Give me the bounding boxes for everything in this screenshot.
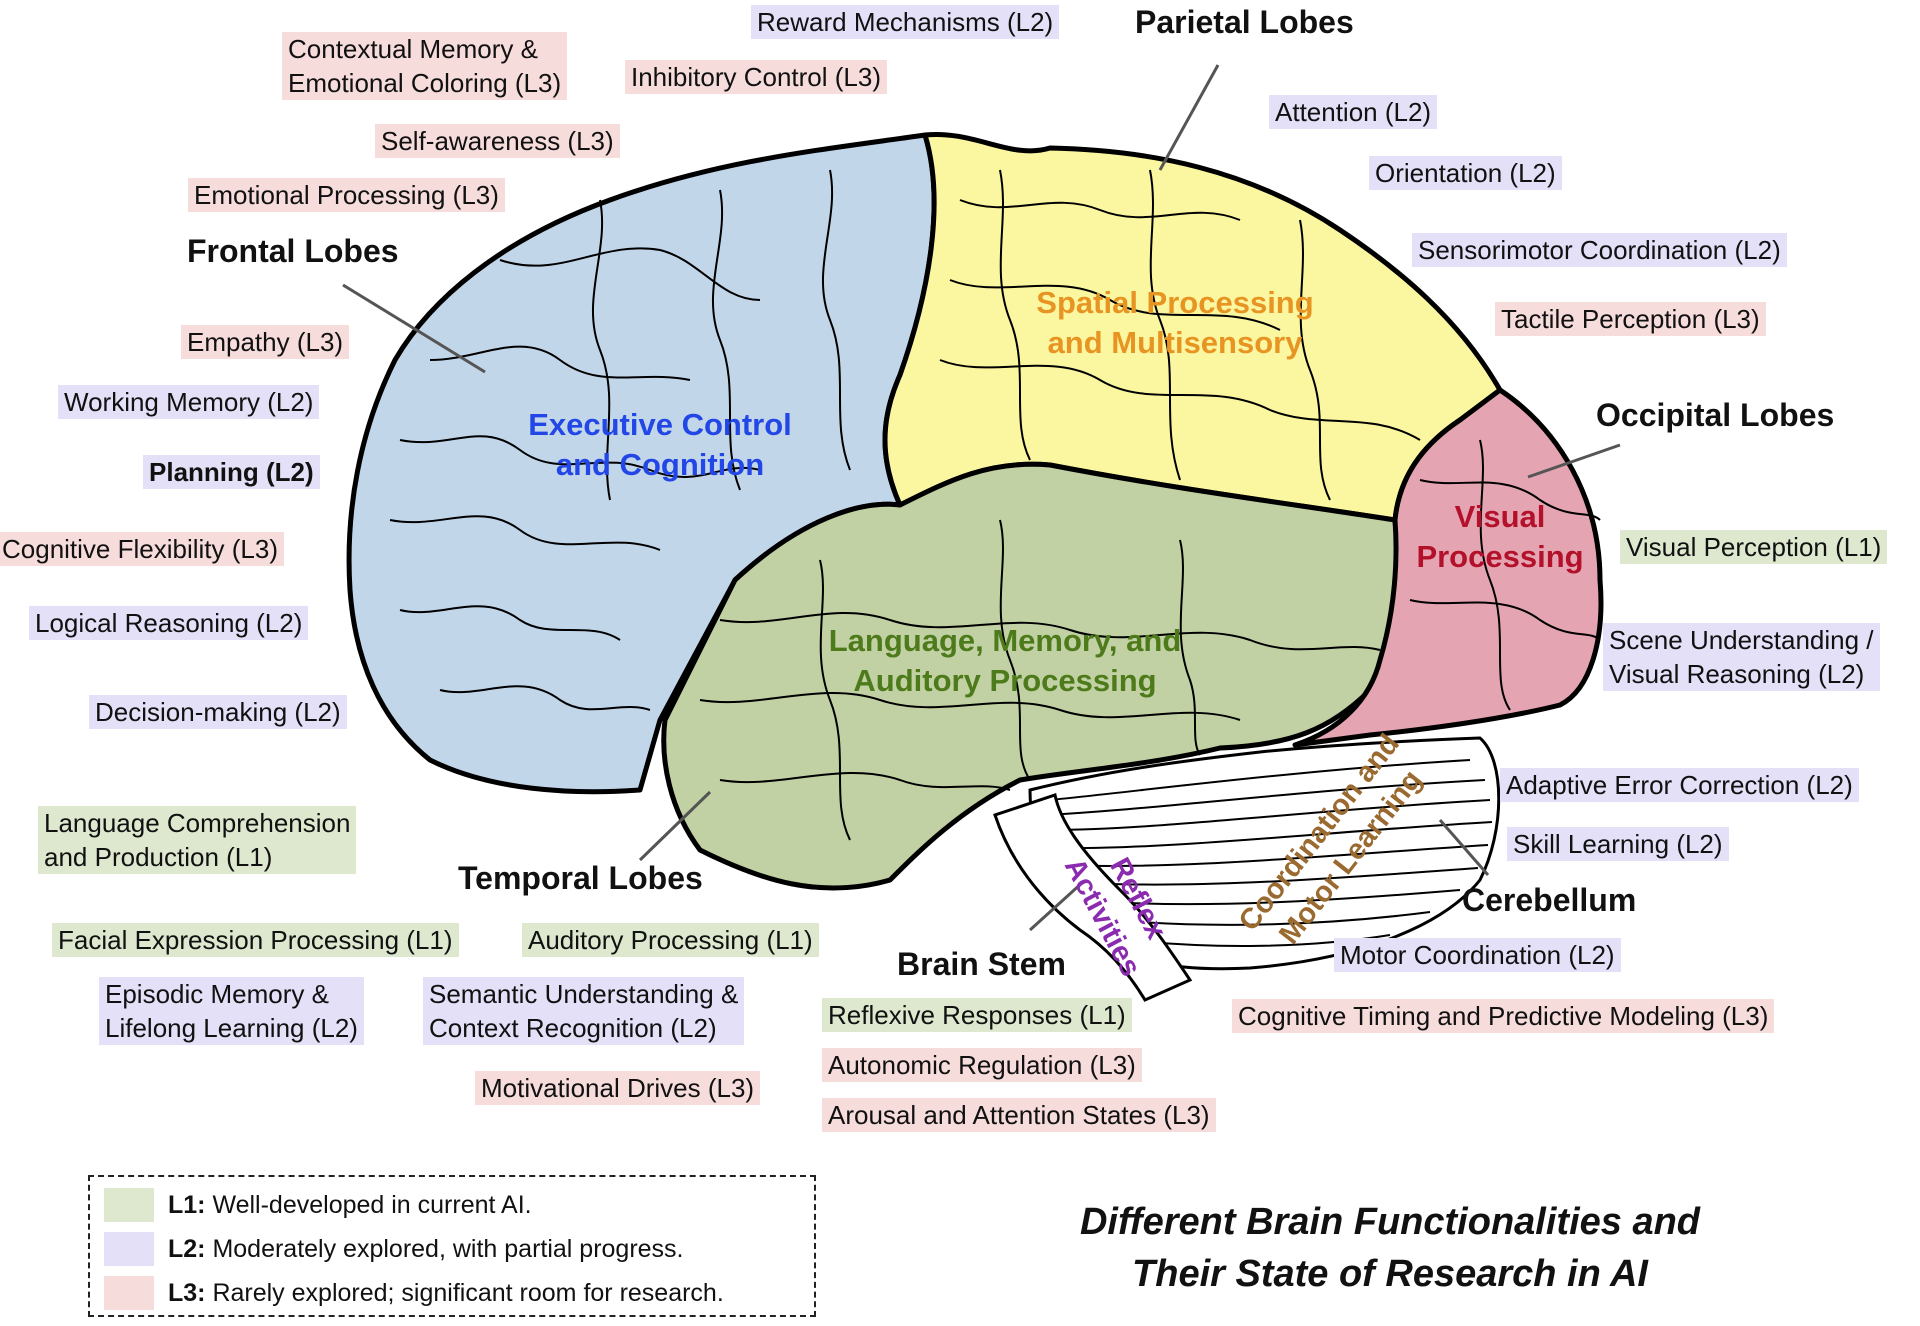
tag-logical-reasoning: Logical Reasoning (L2) bbox=[29, 606, 309, 640]
frontal-gyri bbox=[389, 169, 851, 711]
tag-decision-making: Decision-making (L2) bbox=[89, 695, 347, 729]
legend-row-l2: L2: Moderately explored, with partial pr… bbox=[104, 1231, 684, 1267]
tag-working-memory: Working Memory (L2) bbox=[58, 385, 320, 419]
tag-visual-perception: Visual Perception (L1) bbox=[1620, 530, 1888, 564]
tag-self-awareness: Self-awareness (L3) bbox=[375, 124, 620, 158]
temporal-lobe-shape bbox=[661, 461, 1402, 891]
brain-stem-shape bbox=[993, 793, 1193, 1002]
legend-key-l1: L1: bbox=[168, 1190, 206, 1219]
region-executive: Executive Control and Cognition bbox=[528, 407, 792, 482]
cerebellum-title: Cerebellum bbox=[1462, 882, 1637, 918]
legend-key-l2: L2: bbox=[168, 1234, 206, 1263]
tag-empathy: Empathy (L3) bbox=[181, 325, 350, 359]
legend-row-l3: L3: Rarely explored; significant room fo… bbox=[104, 1275, 724, 1311]
tag-motivational-drives: Motivational Drives (L3) bbox=[475, 1071, 761, 1105]
diagram-caption: Different Brain Functionalities and Thei… bbox=[980, 1196, 1800, 1300]
region-language: Language, Memory, and Auditory Processin… bbox=[828, 623, 1182, 698]
legend-text-l1: Well-developed in current AI. bbox=[205, 1190, 532, 1219]
boundary-dotted bbox=[1049, 463, 1396, 522]
tag-motor-coordination: Motor Coordination (L2) bbox=[1334, 938, 1621, 972]
legend-key-l3: L3: bbox=[168, 1278, 206, 1307]
leader-lines bbox=[342, 64, 1621, 932]
tag-reward-mechanisms: Reward Mechanisms (L2) bbox=[751, 5, 1060, 39]
brain-stem-title: Brain Stem bbox=[897, 946, 1066, 982]
legend-swatch-l1 bbox=[104, 1188, 154, 1222]
tag-semantic-understanding: Semantic Understanding & Context Recogni… bbox=[423, 977, 745, 1045]
occipital-lobe-shape bbox=[1292, 387, 1604, 748]
tag-language-comprehension: Language Comprehension and Production (L… bbox=[38, 806, 357, 874]
legend-text-l2: Moderately explored, with partial progre… bbox=[205, 1234, 684, 1263]
tag-reflexive-responses: Reflexive Responses (L1) bbox=[822, 998, 1132, 1032]
parietal-lobes-title: Parietal Lobes bbox=[1135, 4, 1354, 40]
tag-auditory-processing: Auditory Processing (L1) bbox=[522, 923, 819, 957]
frontal-lobes-title: Frontal Lobes bbox=[187, 233, 399, 269]
legend: L1: Well-developed in current AI. L2: Mo… bbox=[88, 1175, 816, 1317]
tag-planning: Planning (L2) bbox=[143, 455, 320, 489]
tag-cognitive-timing: Cognitive Timing and Predictive Modeling… bbox=[1232, 999, 1775, 1033]
temporal-gyri bbox=[699, 519, 1381, 841]
tag-attention: Attention (L2) bbox=[1269, 95, 1438, 129]
tag-adaptive-error: Adaptive Error Correction (L2) bbox=[1500, 768, 1859, 802]
tag-contextual-memory: Contextual Memory & Emotional Coloring (… bbox=[282, 32, 568, 100]
caption-line-1: Different Brain Functionalities and bbox=[1079, 1201, 1701, 1243]
parietal-gyri bbox=[939, 169, 1421, 501]
tag-cognitive-flexibility: Cognitive Flexibility (L3) bbox=[0, 532, 284, 566]
tag-sensorimotor: Sensorimotor Coordination (L2) bbox=[1412, 233, 1787, 267]
legend-row-l1: L1: Well-developed in current AI. bbox=[104, 1187, 532, 1223]
tag-episodic-memory: Episodic Memory & Lifelong Learning (L2) bbox=[99, 977, 364, 1045]
tag-emotional-processing: Emotional Processing (L3) bbox=[188, 178, 505, 212]
tag-scene-understanding: Scene Understanding / Visual Reasoning (… bbox=[1603, 623, 1880, 691]
occipital-lobes-title: Occipital Lobes bbox=[1596, 397, 1835, 433]
region-visual: Visual Processing bbox=[1416, 499, 1584, 574]
tag-facial-expression: Facial Expression Processing (L1) bbox=[52, 923, 459, 957]
caption-line-2: Their State of Research in AI bbox=[1132, 1253, 1648, 1295]
legend-swatch-l3 bbox=[104, 1276, 154, 1310]
tag-arousal-attention: Arousal and Attention States (L3) bbox=[822, 1098, 1216, 1132]
region-spatial: Spatial Processing and Multisensory bbox=[1036, 285, 1314, 360]
legend-swatch-l2 bbox=[104, 1232, 154, 1266]
tag-autonomic-regulation: Autonomic Regulation (L3) bbox=[822, 1048, 1142, 1082]
temporal-lobes-title: Temporal Lobes bbox=[458, 860, 703, 896]
tag-tactile-perception: Tactile Perception (L3) bbox=[1495, 302, 1766, 336]
legend-text-l3: Rarely explored; significant room for re… bbox=[205, 1278, 724, 1307]
tag-orientation: Orientation (L2) bbox=[1369, 156, 1562, 190]
tag-skill-learning: Skill Learning (L2) bbox=[1507, 827, 1729, 861]
occipital-gyri bbox=[1409, 439, 1601, 711]
cerebellum-folia bbox=[1044, 759, 1493, 947]
tag-inhibitory-control: Inhibitory Control (L3) bbox=[625, 60, 887, 94]
